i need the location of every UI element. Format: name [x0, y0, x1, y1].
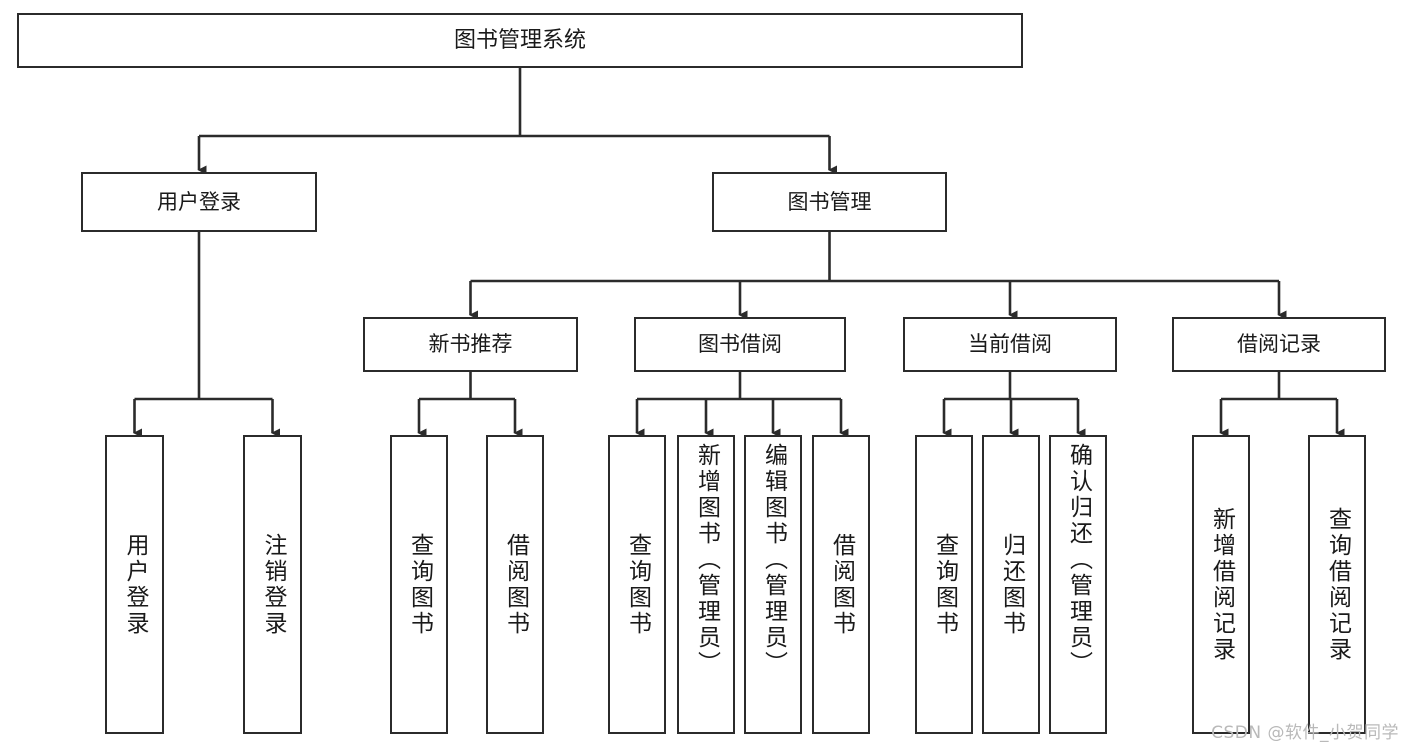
node-label: 注销登录: [260, 532, 286, 637]
node-leaf-logout[interactable]: 注销登录: [243, 435, 302, 734]
node-leaf-query-record[interactable]: 查询借阅记录: [1308, 435, 1366, 734]
node-leaf-edit-book[interactable]: 编辑图书（管理员）: [744, 435, 802, 734]
node-label: 借阅图书: [828, 532, 855, 637]
node-leaf-borrow-book-2[interactable]: 借阅图书: [812, 435, 870, 734]
node-label: 查询图书: [624, 532, 651, 637]
node-user-login[interactable]: 用户登录: [81, 172, 317, 232]
node-leaf-add-book[interactable]: 新增图书（管理员）: [677, 435, 735, 734]
node-label: 确认归还（管理员）: [1065, 443, 1092, 677]
node-leaf-add-record[interactable]: 新增借阅记录: [1192, 435, 1250, 734]
node-leaf-query-book-3[interactable]: 查询图书: [915, 435, 973, 734]
node-leaf-query-book-2[interactable]: 查询图书: [608, 435, 666, 734]
node-label: 图书借阅: [698, 332, 782, 357]
node-book-borrow[interactable]: 图书借阅: [634, 317, 846, 372]
node-label: 图书管理: [787, 189, 872, 214]
node-label: 查询图书: [931, 532, 958, 637]
node-leaf-confirm-return[interactable]: 确认归还（管理员）: [1049, 435, 1107, 734]
node-book-manage[interactable]: 图书管理: [712, 172, 947, 232]
node-label: 查询借阅记录: [1324, 506, 1351, 663]
node-root[interactable]: 图书管理系统: [17, 13, 1023, 68]
node-label: 新书推荐: [428, 332, 513, 357]
node-label: 当前借阅: [968, 332, 1052, 357]
node-borrow-record[interactable]: 借阅记录: [1172, 317, 1386, 372]
node-label: 归还图书: [998, 532, 1025, 637]
node-current-borrow[interactable]: 当前借阅: [903, 317, 1117, 372]
node-label: 新增借阅记录: [1208, 506, 1235, 663]
watermark: CSDN @软件_小贺同学: [1211, 723, 1399, 743]
node-label: 借阅图书: [502, 532, 529, 637]
node-leaf-query-book-1[interactable]: 查询图书: [390, 435, 448, 734]
node-label: 用户登录: [122, 532, 148, 637]
node-label: 用户登录: [157, 189, 241, 214]
node-label: 图书管理系统: [453, 27, 586, 53]
node-leaf-return-book[interactable]: 归还图书: [982, 435, 1040, 734]
node-label: 新增图书（管理员）: [693, 443, 720, 677]
node-new-book-rec[interactable]: 新书推荐: [363, 317, 578, 372]
node-label: 编辑图书（管理员）: [760, 443, 787, 677]
node-leaf-borrow-book-1[interactable]: 借阅图书: [486, 435, 544, 734]
node-label: 查询图书: [406, 532, 433, 637]
node-label: 借阅记录: [1237, 332, 1321, 357]
node-leaf-user-login[interactable]: 用户登录: [105, 435, 164, 734]
